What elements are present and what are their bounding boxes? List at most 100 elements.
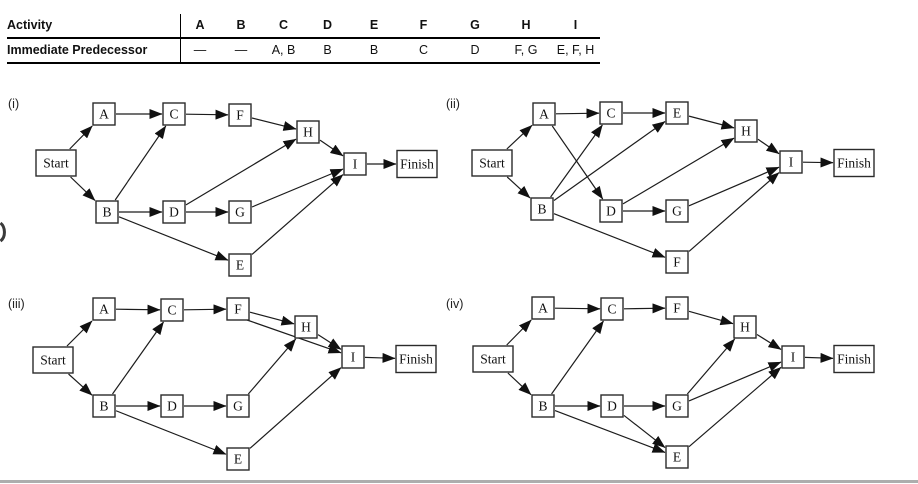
node-label-iv-B: B bbox=[538, 399, 547, 414]
edge-G-to-H bbox=[686, 338, 736, 395]
node-iii-H bbox=[294, 315, 318, 339]
predecessor-cell: F, G bbox=[514, 43, 538, 57]
diagram-label-iv: (iv) bbox=[446, 297, 463, 311]
cropped-edge-mark bbox=[0, 221, 6, 243]
node-iv-Start bbox=[472, 345, 514, 373]
edge-H-to-I bbox=[757, 138, 780, 155]
node-iii-E bbox=[226, 447, 250, 471]
node-i-E bbox=[228, 253, 252, 277]
node-iii-Start bbox=[32, 346, 74, 374]
edge-G-to-I bbox=[688, 361, 782, 402]
node-i-D bbox=[162, 200, 186, 224]
node-ii-G bbox=[665, 199, 689, 223]
node-label-ii-B: B bbox=[537, 202, 546, 217]
activity-header-cell: E bbox=[369, 18, 379, 32]
node-i-Start bbox=[35, 149, 77, 177]
node-iv-G bbox=[665, 394, 689, 418]
node-label-iii-B: B bbox=[99, 399, 108, 414]
node-iii-D bbox=[160, 394, 184, 418]
node-i-C bbox=[162, 102, 186, 126]
predecessor-cell: — bbox=[193, 43, 207, 57]
edge-A-to-C bbox=[554, 303, 601, 314]
node-iii-I bbox=[341, 345, 365, 369]
node-i-H bbox=[296, 120, 320, 144]
node-label-iii-D: D bbox=[167, 399, 177, 414]
node-label-i-B: B bbox=[102, 205, 111, 220]
edge-Start-to-B bbox=[506, 176, 531, 199]
predecessor-cell: D bbox=[470, 43, 480, 57]
activity-header-cell: H bbox=[521, 18, 531, 32]
node-iv-B bbox=[531, 394, 555, 418]
edge-G-to-H bbox=[247, 338, 297, 395]
node-label-ii-F: F bbox=[673, 255, 681, 270]
bottom-edge-line bbox=[0, 480, 918, 483]
diagram-label-i: (i) bbox=[8, 97, 19, 111]
node-ii-I bbox=[779, 150, 803, 174]
table-row-label: Immediate Predecessor bbox=[7, 43, 148, 57]
node-label-ii-A: A bbox=[539, 107, 549, 122]
node-i-A bbox=[92, 102, 116, 126]
node-label-iv-G: G bbox=[672, 399, 682, 414]
node-iii-B bbox=[92, 394, 116, 418]
node-iv-F bbox=[665, 296, 689, 320]
activity-header-cell: C bbox=[278, 18, 289, 32]
activity-header-cell: F bbox=[419, 18, 428, 32]
edge-Start-to-A bbox=[66, 320, 93, 347]
node-iv-C bbox=[600, 297, 624, 321]
node-label-i-A: A bbox=[99, 107, 109, 122]
node-iii-A bbox=[92, 297, 116, 321]
activity-header-cell: D bbox=[322, 18, 333, 32]
table-header-label: Activity bbox=[7, 18, 53, 32]
edge-E-to-I bbox=[249, 367, 342, 449]
edge-E-to-H bbox=[688, 115, 735, 130]
edge-D-to-H bbox=[622, 137, 735, 205]
node-ii-A bbox=[532, 102, 556, 126]
edge-F-to-I bbox=[688, 172, 780, 252]
predecessor-cell: A, B bbox=[271, 43, 296, 57]
predecessor-cell: B bbox=[369, 43, 379, 57]
node-ii-Start bbox=[471, 149, 513, 177]
node-label-i-I: I bbox=[353, 157, 358, 172]
edge-Start-to-B bbox=[70, 176, 96, 201]
node-label-ii-G: G bbox=[672, 204, 682, 219]
node-label-iii-I: I bbox=[351, 350, 356, 365]
edge-D-to-H bbox=[185, 138, 297, 206]
edge-A-to-D bbox=[551, 125, 604, 200]
activity-header-cell: A bbox=[195, 18, 205, 32]
edge-A-to-C bbox=[115, 304, 161, 315]
edge-D-to-E bbox=[623, 414, 666, 449]
edge-F-to-H bbox=[251, 117, 297, 131]
edge-B-to-E bbox=[554, 410, 666, 453]
edge-H-to-I bbox=[319, 139, 344, 157]
node-label-ii-E: E bbox=[673, 106, 681, 121]
node-i-Finish bbox=[396, 149, 438, 179]
node-iii-Finish bbox=[395, 344, 437, 374]
predecessor-cell: — bbox=[234, 43, 248, 57]
edge-A-to-C bbox=[555, 108, 600, 119]
node-label-ii-Start: Start bbox=[479, 156, 505, 171]
node-label-ii-C: C bbox=[606, 106, 615, 121]
node-label-iv-C: C bbox=[607, 302, 616, 317]
edge-Start-to-A bbox=[506, 124, 533, 150]
edge-G-to-I bbox=[251, 168, 344, 208]
edge-B-to-E bbox=[118, 216, 229, 261]
node-i-G bbox=[228, 200, 252, 224]
predecessor-cell: B bbox=[323, 43, 332, 57]
edge-F-to-H bbox=[688, 310, 734, 326]
node-label-ii-I: I bbox=[789, 155, 794, 170]
node-iv-D bbox=[600, 394, 624, 418]
node-label-iv-I: I bbox=[791, 350, 796, 365]
diagram-label-iii: (iii) bbox=[8, 297, 25, 311]
node-label-i-Finish: Finish bbox=[400, 157, 434, 172]
diagram-label-ii: (ii) bbox=[446, 97, 460, 111]
predecessor-cell: C bbox=[418, 43, 429, 57]
node-label-iv-F: F bbox=[673, 301, 681, 316]
node-label-i-Start: Start bbox=[43, 156, 69, 171]
